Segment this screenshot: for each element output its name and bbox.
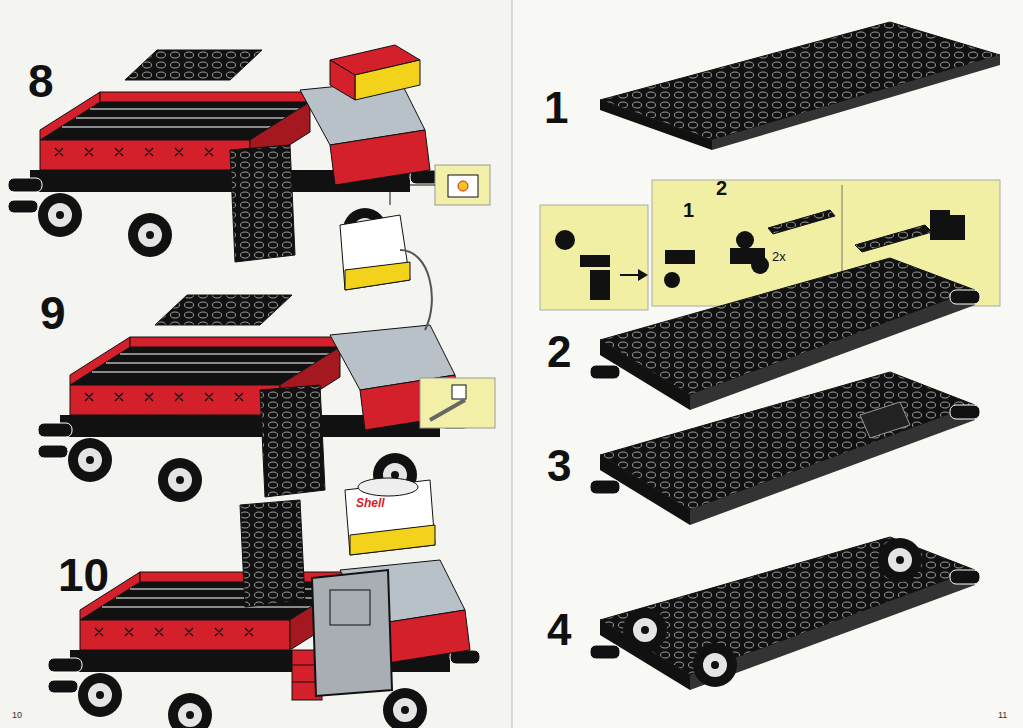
- step-number: 2: [547, 330, 571, 374]
- substep-number: 1: [683, 200, 694, 220]
- page-number: 11: [998, 711, 1007, 720]
- step-number: 8: [28, 58, 54, 104]
- step-number: 1: [544, 86, 568, 130]
- step-number: 3: [547, 444, 571, 488]
- quantity-label: 2x: [772, 250, 786, 263]
- step-number: 4: [547, 608, 571, 652]
- page-number: 10: [12, 711, 22, 720]
- substep-number: 2: [716, 178, 727, 198]
- step-number: 9: [40, 290, 66, 336]
- step-number: 10: [58, 552, 109, 598]
- tank-logo-text: Shell: [356, 497, 385, 509]
